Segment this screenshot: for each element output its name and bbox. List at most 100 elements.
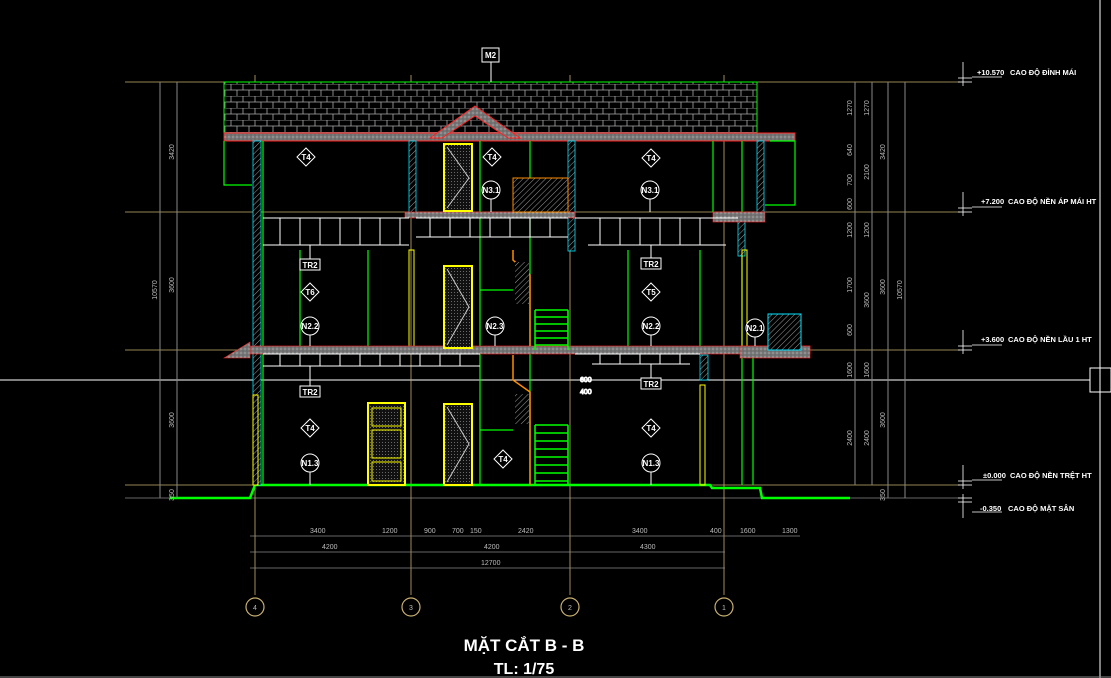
diamond-tag: T4 (300, 418, 320, 438)
svg-text:CAO ĐỘ MẶT SÂN: CAO ĐỘ MẶT SÂN (1008, 504, 1074, 513)
svg-text:2400: 2400 (864, 430, 871, 446)
svg-text:3600: 3600 (880, 412, 887, 428)
svg-text:150: 150 (470, 528, 482, 535)
svg-text:T4: T4 (646, 424, 656, 433)
bottom-dimensions: 3400 1200 900 700 150 2420 3400 400 1600… (250, 528, 800, 569)
drawing-title: MẶT CẮT B - B (464, 636, 585, 655)
svg-text:3400: 3400 (310, 528, 326, 535)
svg-text:TR2: TR2 (643, 380, 659, 389)
svg-text:T4: T4 (301, 153, 311, 162)
svg-text:T6: T6 (305, 288, 315, 297)
svg-text:TR2: TR2 (302, 261, 318, 270)
diamond-tag: T6 (300, 282, 320, 302)
svg-text:2: 2 (568, 605, 572, 612)
circle-tag: N2.2 (641, 316, 661, 346)
svg-text:700: 700 (452, 528, 464, 535)
svg-text:1700: 1700 (847, 277, 854, 293)
svg-text:1600: 1600 (740, 528, 756, 535)
diamond-tag: T4 (641, 148, 661, 168)
svg-text:TR2: TR2 (643, 260, 659, 269)
right-dimensions: 1270 640 700 600 1200 1700 600 1600 2400… (847, 82, 906, 501)
svg-text:CAO ĐỘ NỀN LẦU 1 HT: CAO ĐỘ NỀN LẦU 1 HT (1008, 334, 1092, 344)
svg-text:1600: 1600 (847, 362, 854, 378)
svg-text:3600: 3600 (169, 412, 176, 428)
level-marker: +3.600 CAO ĐỘ NỀN LẦU 1 HT (958, 330, 1092, 354)
svg-text:TR2: TR2 (302, 388, 318, 397)
staircase (512, 177, 569, 485)
svg-text:N1.3: N1.3 (643, 459, 660, 468)
svg-text:4300: 4300 (640, 544, 656, 551)
svg-text:3600: 3600 (880, 279, 887, 295)
circle-tag: N3.1 (640, 180, 660, 212)
svg-text:400: 400 (580, 389, 592, 396)
gable (428, 105, 522, 139)
svg-text:350: 350 (880, 489, 887, 501)
svg-text:+10.570: +10.570 (977, 68, 1004, 77)
axis-bubble: 3 (401, 597, 421, 617)
svg-text:700: 700 (847, 174, 854, 186)
svg-text:1200: 1200 (382, 528, 398, 535)
box-tag: TR2 (299, 366, 321, 398)
box-tag: TR2 (640, 245, 662, 270)
svg-text:10570: 10570 (897, 280, 904, 300)
svg-text:1600: 1600 (864, 362, 871, 378)
diamond-tag: T4 (493, 449, 513, 469)
svg-text:3600: 3600 (169, 277, 176, 293)
svg-text:+7.200: +7.200 (981, 197, 1004, 206)
svg-text:N2.2: N2.2 (643, 322, 660, 331)
balcony-railing (767, 313, 802, 351)
svg-text:4200: 4200 (484, 544, 500, 551)
svg-text:2100: 2100 (864, 164, 871, 180)
axis-bubble: 1 (714, 597, 734, 617)
svg-text:3: 3 (409, 605, 413, 612)
walls (170, 140, 850, 500)
circle-tag: N1.3 (641, 453, 661, 485)
svg-text:T4: T4 (498, 455, 508, 464)
svg-text:+3.600: +3.600 (981, 335, 1004, 344)
svg-text:3420: 3420 (169, 144, 176, 160)
level-marker: ±0.000 CAO ĐỘ NỀN TRỆT HT (958, 465, 1092, 489)
svg-text:T4: T4 (487, 153, 497, 162)
ceiling-frames (263, 217, 738, 367)
svg-text:N1.3: N1.3 (302, 459, 319, 468)
svg-text:1270: 1270 (847, 100, 854, 116)
svg-text:T5: T5 (646, 288, 656, 297)
svg-text:CAO ĐỘ ĐỈNH MÁI: CAO ĐỘ ĐỈNH MÁI (1010, 68, 1076, 77)
doors (367, 143, 473, 486)
svg-text:T4: T4 (305, 424, 315, 433)
svg-text:1200: 1200 (864, 222, 871, 238)
door-ground (443, 403, 473, 486)
diamond-tag: T4 (296, 147, 316, 167)
door-floor1 (443, 265, 473, 349)
ceiling-tags: TR2 TR2 TR2 TR2 600 400 (299, 245, 662, 398)
svg-text:M2: M2 (485, 51, 497, 60)
svg-text:1270: 1270 (864, 100, 871, 116)
axis-bubble: 2 (560, 597, 580, 617)
svg-text:CAO ĐỘ NỀN TRỆT HT: CAO ĐỘ NỀN TRỆT HT (1010, 470, 1092, 480)
left-dimensions: 3420 3600 3600 350 10570 (152, 82, 178, 501)
svg-text:1300: 1300 (782, 528, 798, 535)
circle-tag: N3.1 (481, 180, 501, 212)
svg-text:4: 4 (253, 605, 257, 612)
svg-text:N2.1: N2.1 (747, 324, 764, 333)
svg-text:600: 600 (847, 324, 854, 336)
roof-tag: M2 (481, 47, 500, 82)
svg-text:400: 400 (710, 528, 722, 535)
svg-text:3420: 3420 (880, 144, 887, 160)
svg-text:3600: 3600 (864, 292, 871, 308)
svg-text:3400: 3400 (632, 528, 648, 535)
floor-finish-tags: N3.1 N3.1 N2.2 N2.3 N2.2 N2.1 N1.3 N1.3 (300, 180, 765, 485)
box-tag: TR2 (640, 364, 662, 390)
svg-text:2400: 2400 (847, 430, 854, 446)
box-tag: TR2 (299, 245, 321, 271)
svg-text:±0.000: ±0.000 (983, 471, 1006, 480)
svg-text:640: 640 (847, 144, 854, 156)
svg-text:600: 600 (847, 198, 854, 210)
svg-text:600: 600 (580, 377, 592, 384)
svg-text:T4: T4 (646, 154, 656, 163)
circle-tag: N2.2 (300, 316, 320, 346)
